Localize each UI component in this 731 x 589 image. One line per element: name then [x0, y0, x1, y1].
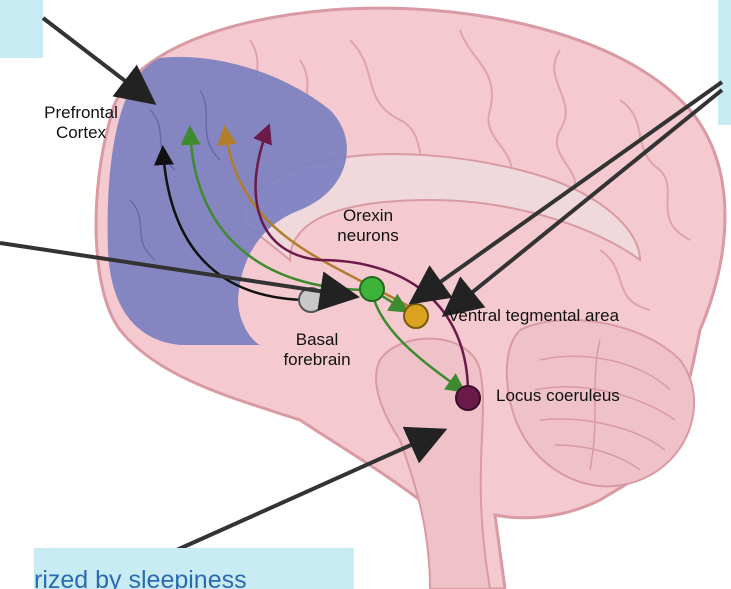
label-orexin: Orexin neurons: [318, 206, 418, 246]
arrow-to-prefrontal: [43, 18, 150, 100]
label-orexin-line1: Orexin: [318, 206, 418, 226]
label-prefrontal: Prefrontal Cortex: [26, 103, 136, 143]
lc-node: [456, 386, 480, 410]
label-locus-coeruleus: Locus coeruleus: [496, 386, 620, 406]
vta-node: [404, 304, 428, 328]
caption-text: rized by sleepiness: [34, 566, 247, 589]
label-basal-forebrain: Basal forebrain: [262, 330, 372, 370]
label-basal-line1: Basal: [262, 330, 372, 350]
caption-box: rized by sleepiness: [34, 548, 354, 589]
label-prefrontal-line1: Prefrontal: [26, 103, 136, 123]
arrow-to-brainstem: [170, 432, 440, 553]
orexin-node: [360, 277, 384, 301]
label-basal-line2: forebrain: [262, 350, 372, 370]
label-orexin-line2: neurons: [318, 226, 418, 246]
label-prefrontal-line2: Cortex: [26, 123, 136, 143]
label-vta: Ventral tegmental area: [448, 306, 619, 326]
